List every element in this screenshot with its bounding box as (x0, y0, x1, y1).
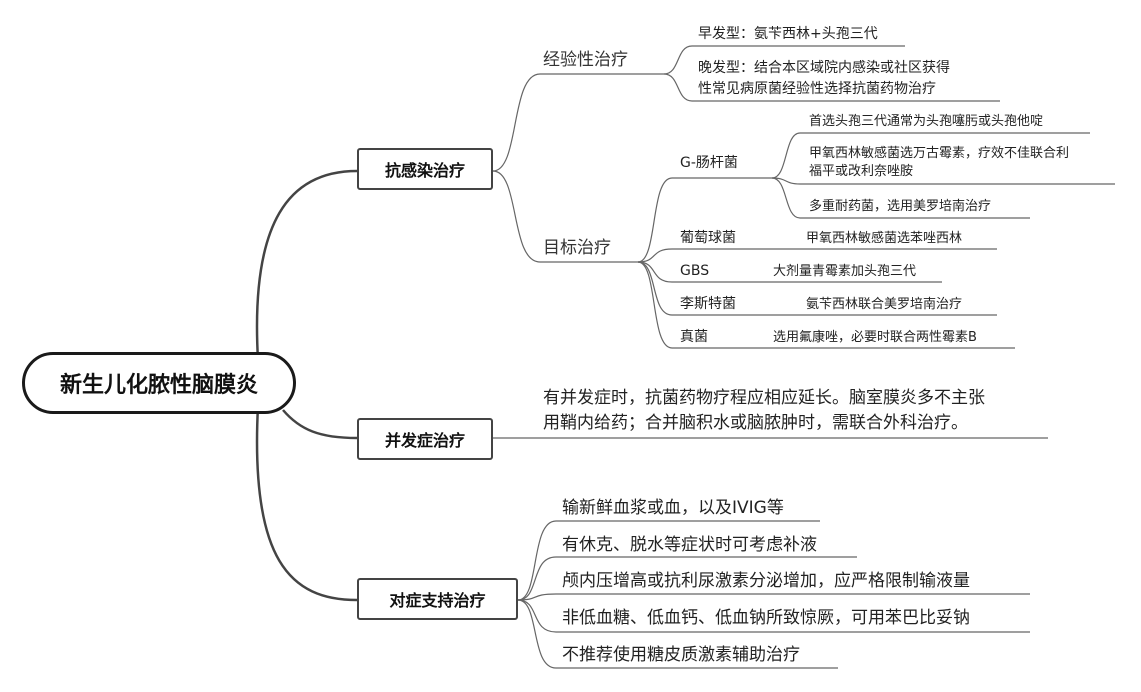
node-listeria[interactable]: 李斯特菌 (680, 296, 736, 312)
root-node[interactable]: 新生儿化脓性脑膜炎 (22, 352, 296, 414)
support-label: 对症支持治疗 (389, 591, 486, 610)
listeria-detail: 氨苄西林联合美罗培南治疗 (806, 297, 963, 312)
fungus-detail: 选用氟康唑，必要时联合两性霉素B (773, 330, 977, 345)
node-gbs[interactable]: GBS (680, 263, 710, 279)
gbs-detail: 大剂量青霉素加头孢三代 (773, 264, 917, 279)
node-empirical[interactable]: 经验性治疗 (543, 50, 628, 70)
gneg-item-2-line2: 福平或改利奈唑胺 (809, 164, 914, 179)
support-item-4: 非低血糖、低血钙、低血钠所致惊厥，可用苯巴比妥钠 (562, 608, 970, 628)
node-support[interactable]: 对症支持治疗 (357, 578, 518, 620)
gneg-item-2-line1: 甲氧西林敏感菌选万古霉素，疗效不佳联合利 (809, 146, 1070, 161)
gneg-item-3: 多重耐药菌，选用美罗培南治疗 (809, 199, 992, 214)
root-label: 新生儿化脓性脑膜炎 (59, 373, 258, 398)
complication-label: 并发症治疗 (384, 431, 465, 450)
complication-line1: 有并发症时，抗菌药物疗程应相应延长。脑室膜炎多不主张 (543, 388, 985, 408)
gneg-item-1: 首选头孢三代通常为头孢噻肟或头孢他啶 (809, 114, 1044, 129)
node-g-enterobacter[interactable]: G-肠杆菌 (680, 155, 738, 171)
staph-detail: 甲氧西林敏感菌选苯唑西林 (806, 231, 963, 246)
empirical-early: 早发型：氨苄西林+头孢三代 (698, 26, 878, 42)
support-item-1: 输新鲜血浆或血，以及IVIG等 (562, 498, 784, 518)
node-targeted[interactable]: 目标治疗 (543, 238, 611, 258)
empirical-late-line1: 晚发型：结合本区域院内感染或社区获得 (698, 60, 950, 76)
support-item-5: 不推荐使用糖皮质激素辅助治疗 (562, 645, 800, 665)
node-anti-infection[interactable]: 抗感染治疗 (357, 148, 493, 190)
node-complication[interactable]: 并发症治疗 (357, 418, 493, 460)
node-staphylococcus[interactable]: 葡萄球菌 (680, 230, 736, 246)
support-item-3: 颅内压增高或抗利尿激素分泌增加，应严格限制输液量 (562, 571, 970, 591)
node-fungus[interactable]: 真菌 (680, 329, 708, 345)
support-item-2: 有休克、脱水等症状时可考虑补液 (562, 535, 817, 555)
empirical-late-line2: 性常见病原菌经验性选择抗菌药物治疗 (698, 81, 936, 97)
complication-line2: 用鞘内给药；合并脑积水或脑脓肿时，需联合外科治疗。 (543, 413, 968, 433)
anti-infection-label: 抗感染治疗 (384, 161, 465, 180)
